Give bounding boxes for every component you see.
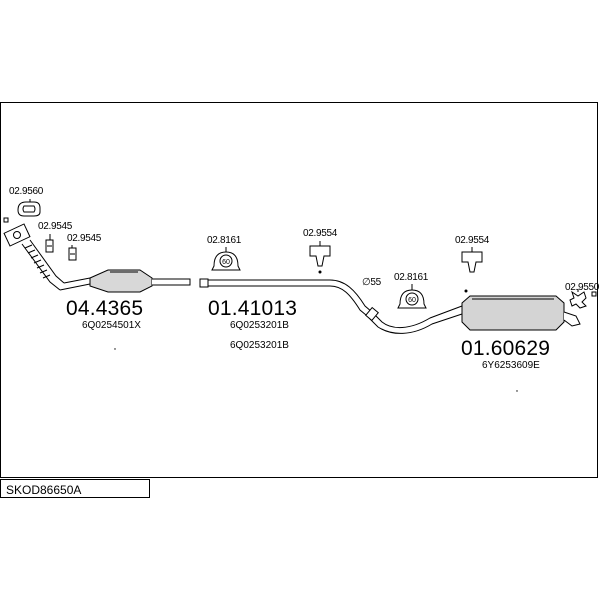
hanger-badge-a: 60 bbox=[222, 259, 230, 266]
catalytic-converter bbox=[89, 269, 191, 293]
hanger-02-9550 bbox=[569, 290, 587, 309]
oem-number-middle-pipe-2: 6Q0253201B bbox=[230, 340, 289, 351]
part-label-02-9545-b: 02.9545 bbox=[67, 233, 102, 244]
rear-pipe bbox=[365, 305, 463, 334]
part-label-02-9554-a: 02.9554 bbox=[303, 228, 338, 239]
rear-silencer bbox=[461, 295, 581, 331]
part-label-02-9545-a: 02.9545 bbox=[38, 221, 73, 232]
oem-number-catalytic: 6Q0254501X bbox=[82, 320, 141, 331]
leader-lines bbox=[29, 199, 579, 292]
pipe-diameter-label: ∅55 bbox=[362, 277, 381, 288]
assembly-number-rear-silencer: 01.60629 bbox=[461, 337, 551, 360]
part-label-02-8161-a: 02.8161 bbox=[207, 235, 242, 246]
fitting-02-9545-a bbox=[45, 239, 54, 253]
part-label-02-9550: 02.9550 bbox=[565, 282, 600, 293]
hanger-02-8161-a bbox=[211, 251, 241, 271]
hanger-02-9554-b bbox=[461, 251, 483, 273]
middle-pipe bbox=[199, 278, 373, 316]
assembly-number-catalytic: 04.4365 bbox=[66, 297, 144, 320]
fitting-02-9560 bbox=[17, 201, 41, 217]
reference-marks bbox=[114, 270, 518, 392]
part-label-02-9560: 02.9560 bbox=[9, 186, 44, 197]
fitting-02-9545-b bbox=[68, 247, 77, 261]
hanger-badge-b: 60 bbox=[408, 297, 416, 304]
oem-number-rear-silencer: 6Y6253609E bbox=[482, 360, 540, 371]
assembly-number-middle-pipe: 01.41013 bbox=[208, 297, 298, 320]
part-label-02-9554-b: 02.9554 bbox=[455, 235, 490, 246]
hanger-02-8161-b bbox=[397, 289, 427, 309]
catalog-code: SKOD86650A bbox=[0, 479, 150, 498]
part-label-02-8161-b: 02.8161 bbox=[394, 272, 429, 283]
oem-number-middle-pipe-1: 6Q0253201B bbox=[230, 320, 289, 331]
frame-side-marks bbox=[3, 217, 597, 297]
hanger-02-9554-a bbox=[309, 245, 331, 267]
diagram-frame bbox=[0, 102, 598, 478]
front-pipe bbox=[3, 223, 91, 291]
